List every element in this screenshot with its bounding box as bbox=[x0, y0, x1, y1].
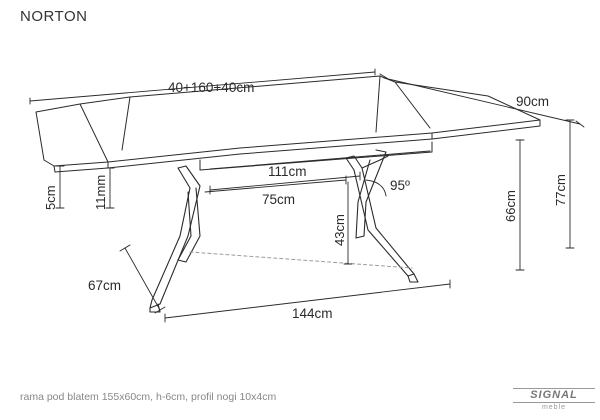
floor-hidden-line bbox=[189, 251, 413, 269]
dimension-lines bbox=[29, 68, 585, 323]
table-legs bbox=[149, 149, 419, 313]
product-title: NORTON bbox=[20, 8, 88, 25]
label-leg-angle: 95º bbox=[390, 178, 410, 193]
table-top-outline bbox=[35, 75, 541, 173]
label-top-length: 40+160+40cm bbox=[168, 80, 254, 95]
brand-subtitle: meble bbox=[541, 404, 567, 411]
label-frame-length: 111cm bbox=[268, 164, 307, 179]
label-profile-thickness: 11mm bbox=[93, 175, 108, 210]
label-leg-depth: 67cm bbox=[88, 278, 121, 293]
frame-spec-note: rama pod blatem 155x60cm, h-6cm, profil … bbox=[20, 391, 277, 403]
brand-logo: SIGNAL meble bbox=[513, 388, 595, 411]
label-top-thickness: 5cm bbox=[43, 185, 58, 210]
label-total-height: 77cm bbox=[553, 174, 568, 206]
label-under-frame-height: 43cm bbox=[332, 214, 347, 246]
label-leg-span: 144cm bbox=[292, 306, 333, 321]
label-inner-length: 75cm bbox=[262, 192, 295, 207]
label-depth: 90cm bbox=[516, 94, 549, 109]
label-clearance-height: 66cm bbox=[503, 190, 518, 222]
brand-name: SIGNAL bbox=[513, 388, 595, 403]
